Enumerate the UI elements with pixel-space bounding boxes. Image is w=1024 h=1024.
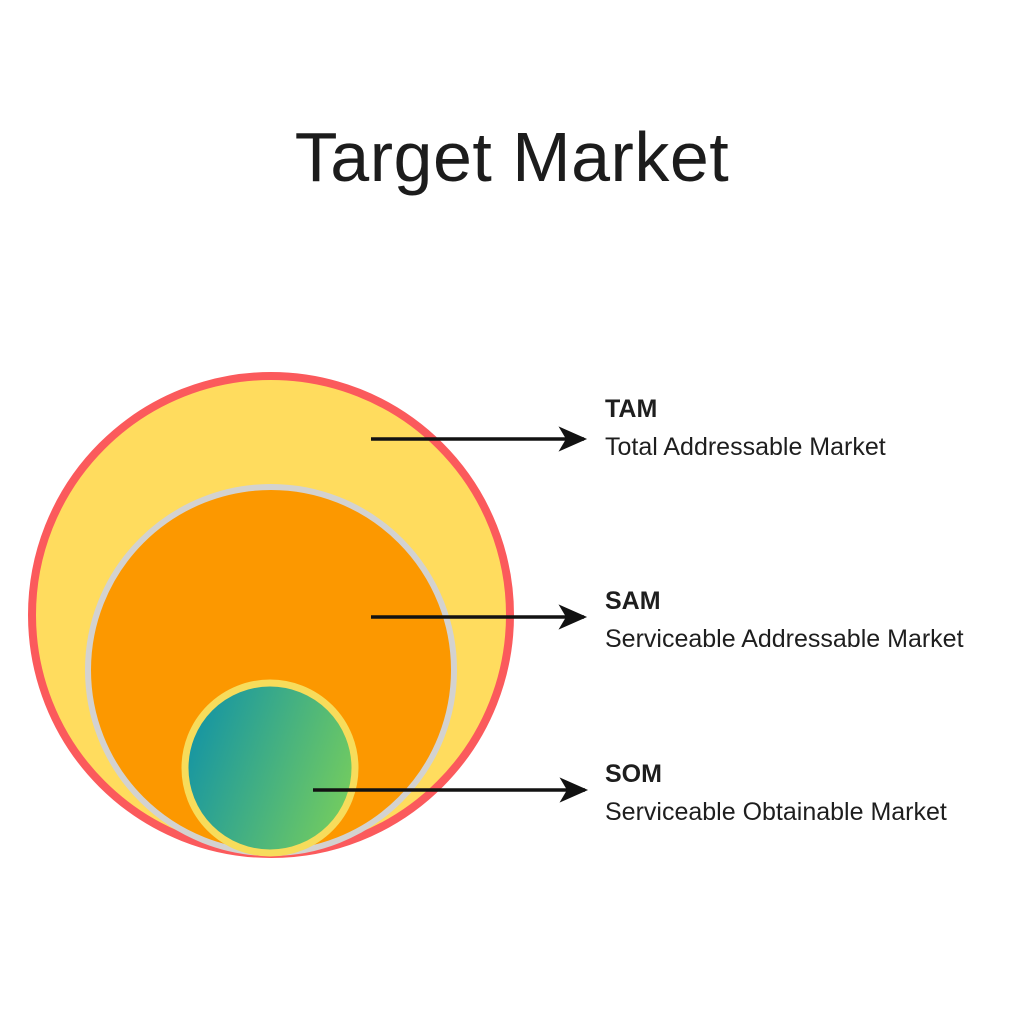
sam-description: Serviceable Addressable Market xyxy=(605,625,964,653)
sam-label: SAM Serviceable Addressable Market xyxy=(605,582,1015,658)
tam-label: TAM Total Addressable Market xyxy=(605,390,1015,466)
page-title: Target Market xyxy=(294,118,730,196)
som-description: Serviceable Obtainable Market xyxy=(605,798,947,826)
som-abbr: SOM xyxy=(605,760,662,788)
som-label: SOM Serviceable Obtainable Market xyxy=(605,755,1015,831)
som-circle xyxy=(181,679,359,857)
tam-abbr: TAM xyxy=(605,395,658,423)
sam-abbr: SAM xyxy=(605,587,661,615)
tam-description: Total Addressable Market xyxy=(605,433,886,461)
